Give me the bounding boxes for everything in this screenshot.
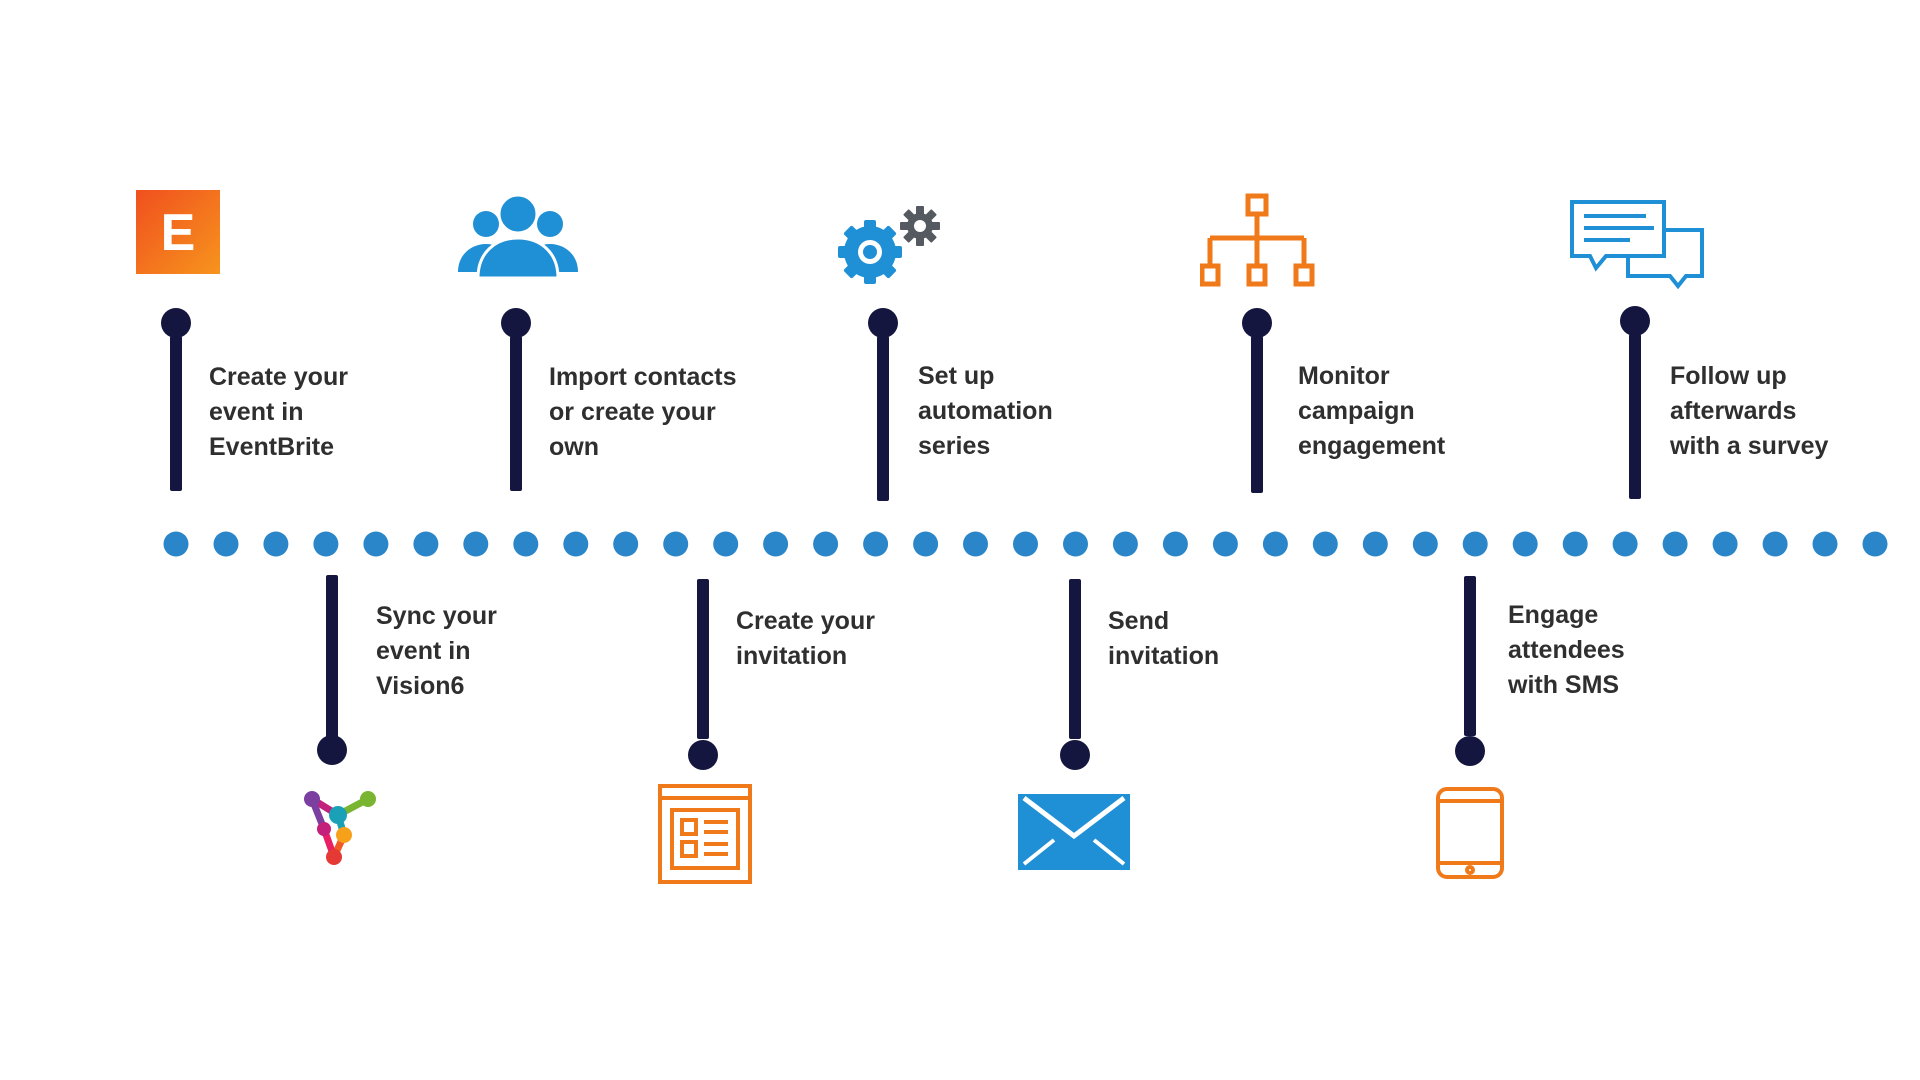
people-group-icon <box>452 190 584 280</box>
timeline-dot <box>1512 531 1538 557</box>
timeline-dot <box>563 531 589 557</box>
timeline-dot <box>1462 531 1488 557</box>
envelope-icon <box>1018 794 1130 870</box>
step-label: Follow up afterwards with a survey <box>1670 362 1829 460</box>
timeline-dot <box>1063 531 1088 557</box>
timeline-dot <box>813 531 839 557</box>
step-label: Create your invitation <box>736 607 875 670</box>
step-stem <box>877 336 889 501</box>
step-stem <box>697 579 709 739</box>
step-stem <box>1629 334 1641 499</box>
org-chart-icon <box>1200 192 1316 292</box>
timeline-dot <box>963 531 988 557</box>
eventbrite-logo-letter: E <box>161 204 196 262</box>
eventbrite-logo-icon: E <box>136 190 220 274</box>
vision6-logo-icon <box>300 787 380 867</box>
step-knob <box>317 735 347 765</box>
timeline-dot <box>1013 531 1038 557</box>
step-knob <box>161 308 191 338</box>
timeline-dot <box>863 531 889 557</box>
step-label: Send invitation <box>1108 607 1220 670</box>
timeline-dot <box>1312 531 1338 557</box>
timeline-dot <box>313 531 339 557</box>
step-knob <box>688 740 718 770</box>
timeline-dot <box>1112 531 1138 557</box>
step-stem <box>1251 336 1263 493</box>
timeline-dot <box>363 531 389 557</box>
timeline-dot <box>663 531 689 557</box>
step-knob <box>1060 740 1090 770</box>
timeline-dot <box>1262 531 1288 557</box>
timeline-dot <box>1712 531 1738 557</box>
step-knob <box>1455 736 1485 766</box>
timeline-dot <box>1612 531 1638 557</box>
timeline-dot <box>263 531 289 557</box>
step-label: Monitor campaign engagement <box>1298 362 1446 460</box>
tablet-icon <box>1436 787 1504 879</box>
step-label: Sync your event in Vision6 <box>376 602 497 700</box>
step-stem <box>510 336 522 491</box>
step-label: Engage attendees with SMS <box>1508 601 1625 699</box>
timeline-dot <box>1362 531 1388 557</box>
timeline-dot <box>413 531 439 557</box>
timeline-dot <box>213 531 239 557</box>
gears-icon <box>834 200 950 292</box>
timeline-dot <box>513 531 539 557</box>
step-label: Set up automation series <box>918 362 1053 460</box>
step-knob <box>501 308 531 338</box>
timeline-dot <box>1862 531 1888 557</box>
step-label: Import contacts or create your own <box>549 363 737 461</box>
newsletter-layout-icon <box>658 784 752 884</box>
timeline-dot <box>613 531 639 557</box>
step-knob <box>1242 308 1272 338</box>
timeline-dot <box>913 531 939 557</box>
timeline-dot <box>1212 531 1238 557</box>
timeline-dot <box>1762 531 1788 557</box>
step-stem <box>170 336 182 491</box>
timeline-dot <box>163 531 189 557</box>
step-knob <box>868 308 898 338</box>
timeline-dot <box>463 531 489 557</box>
timeline-dot <box>1162 531 1188 557</box>
timeline-dot <box>1562 531 1588 557</box>
timeline-dot <box>1812 531 1838 557</box>
step-stem <box>1464 576 1476 736</box>
timeline-dot <box>763 531 789 557</box>
step-stem <box>1069 579 1081 739</box>
timeline-dot <box>713 531 739 557</box>
step-label: Create your event in EventBrite <box>209 363 348 461</box>
timeline-dot <box>1412 531 1438 557</box>
step-stem <box>326 575 338 738</box>
step-knob <box>1620 306 1650 336</box>
chat-bubbles-icon <box>1570 200 1706 292</box>
timeline-dot <box>1662 531 1688 557</box>
